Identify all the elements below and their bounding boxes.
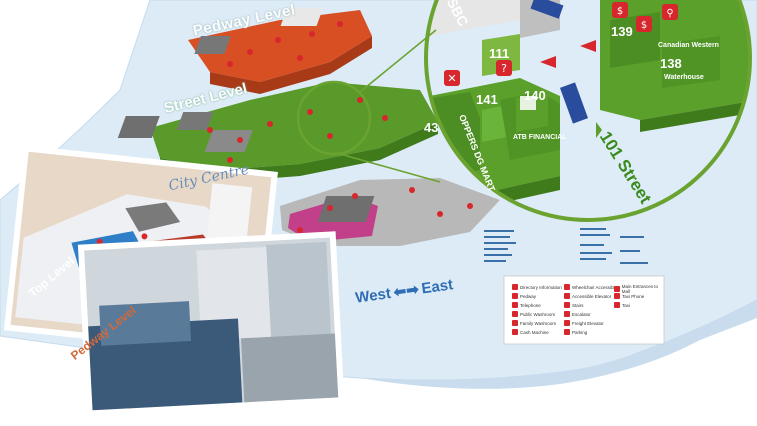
legend-box	[503, 275, 665, 345]
unit-number: 141	[476, 92, 498, 107]
store-label-canadian-western: Canadian Western	[658, 42, 719, 49]
legend-item: Public Washroom	[512, 311, 555, 317]
svg-text:?: ?	[501, 62, 507, 75]
photo-mall-interior	[77, 231, 345, 417]
legend-item: Cash Machine	[512, 329, 549, 335]
entrance-arrow-icon	[614, 286, 620, 292]
family-washroom-icon	[512, 320, 518, 326]
store-label-atb: ATB FINANCIAL	[513, 134, 567, 141]
unit-number: 140	[524, 88, 546, 103]
svg-text:$: $	[617, 6, 623, 17]
legend-item: Parking	[564, 329, 587, 335]
legend-item: Stairs	[564, 302, 584, 308]
legend-item: Pedway	[512, 293, 536, 299]
directory-icon	[512, 284, 518, 290]
unit-number: 43	[424, 120, 439, 135]
legend-item: Family Washroom	[512, 320, 556, 326]
lower-level-map	[280, 178, 500, 246]
legend-item: Accessible Elevator	[564, 293, 611, 299]
telephone-icon	[512, 302, 518, 308]
cash-machine-icon	[512, 329, 518, 335]
svg-text:⚲: ⚲	[666, 8, 673, 19]
svg-text:$: $	[641, 20, 647, 31]
freight-elevator-icon	[564, 320, 570, 326]
unit-number: 139	[611, 24, 633, 39]
compass-arrow-icon: ⬅➡	[392, 281, 420, 302]
pedway-level-map	[188, 8, 372, 94]
unit-number: 138	[660, 56, 682, 71]
legend: Directory Information Pedway Telephone P…	[506, 278, 666, 342]
legend-item: Telephone	[512, 302, 541, 308]
directory-listing	[484, 228, 648, 264]
legend-item: Taxi Phone	[614, 293, 644, 299]
taxi-icon	[614, 302, 620, 308]
elevator-icon	[564, 293, 570, 299]
stairs-icon	[564, 302, 570, 308]
legend-item: Wheelchair Accessible	[564, 284, 617, 290]
pedway-icon	[512, 293, 518, 299]
legend-item: Taxi	[614, 302, 630, 308]
washroom-icon	[512, 311, 518, 317]
focus-circle	[296, 80, 372, 156]
wheelchair-icon	[564, 284, 570, 290]
parking-icon	[564, 329, 570, 335]
unit-number: 111	[489, 46, 510, 61]
escalator-icon	[564, 311, 570, 317]
svg-text:✕: ✕	[447, 72, 456, 85]
magnifier-lens: ✕ ? $ $ ⚲	[424, 0, 752, 222]
legend-item: Directory Information	[512, 284, 562, 290]
legend-item: Main Entrances to Mall	[614, 284, 666, 294]
taxi-phone-icon	[614, 293, 620, 299]
legend-item: Escalator	[564, 311, 591, 317]
legend-item: Freight Elevator	[564, 320, 604, 326]
store-label-waterhouse: Waterhouse	[664, 74, 704, 81]
